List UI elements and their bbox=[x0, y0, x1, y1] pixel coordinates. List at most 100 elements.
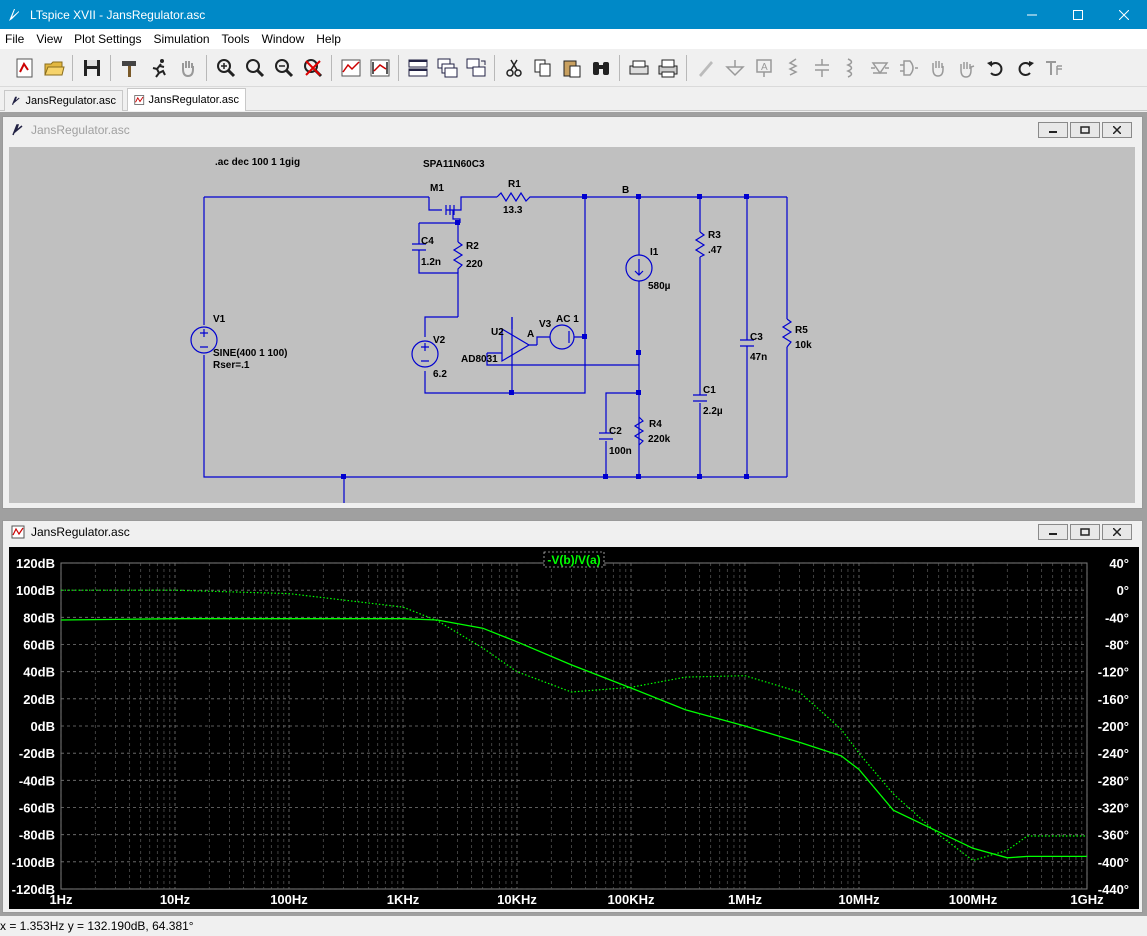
tab-schematic[interactable]: JansRegulator.asc bbox=[4, 90, 123, 111]
close-button[interactable] bbox=[1101, 0, 1147, 29]
y-tick-label: 80dB bbox=[23, 610, 55, 625]
junction-dot bbox=[582, 194, 587, 199]
c2-value: 100n bbox=[609, 446, 632, 457]
resistor-button[interactable] bbox=[778, 53, 807, 83]
tab-waveform[interactable]: JansRegulator.asc bbox=[127, 88, 246, 111]
autorange-button[interactable] bbox=[336, 53, 365, 83]
mosfet-m1 bbox=[428, 196, 474, 223]
capacitor-c1 bbox=[693, 394, 707, 402]
y2-tick-label: -400° bbox=[1098, 855, 1129, 870]
ltspice-logo-icon bbox=[9, 8, 19, 21]
y2-tick-label: -160° bbox=[1098, 692, 1129, 707]
waveform-close-button[interactable] bbox=[1102, 524, 1132, 540]
toolbar-separator bbox=[686, 54, 687, 81]
tile-vertical-button[interactable] bbox=[461, 53, 490, 83]
trace-label-box[interactable] bbox=[543, 551, 605, 568]
waveform-window-header: JansRegulator.asc bbox=[3, 521, 1142, 543]
spice-directive[interactable]: .ac dec 100 1 1gig bbox=[215, 157, 300, 168]
copy-button[interactable] bbox=[528, 53, 557, 83]
junction-dot bbox=[582, 334, 587, 339]
y2-tick-label: -320° bbox=[1098, 801, 1129, 816]
menu-file[interactable]: File bbox=[5, 32, 25, 46]
new-schematic-button[interactable] bbox=[10, 53, 39, 83]
label-net-icon: A bbox=[755, 58, 772, 77]
v2-value: 6.2 bbox=[433, 369, 447, 380]
menu-plot-settings[interactable]: Plot Settings bbox=[74, 32, 142, 46]
x-tick-label: 1GHz bbox=[1070, 892, 1104, 907]
pan-button[interactable] bbox=[173, 53, 202, 83]
component-button[interactable] bbox=[894, 53, 923, 83]
junction-dot bbox=[697, 194, 702, 199]
print-button[interactable] bbox=[653, 53, 682, 83]
schematic-restore-button[interactable] bbox=[1070, 122, 1100, 138]
save-button[interactable] bbox=[77, 53, 106, 83]
r1-value: 13.3 bbox=[503, 205, 523, 216]
manual-limits-button[interactable] bbox=[365, 53, 394, 83]
r4-ref: R4 bbox=[649, 419, 662, 430]
y-tick-label: 20dB bbox=[23, 692, 55, 707]
toolbar-separator bbox=[494, 54, 495, 81]
i1-arrow bbox=[634, 259, 644, 276]
capacitor-button[interactable] bbox=[807, 53, 836, 83]
menu-tools[interactable]: Tools bbox=[221, 32, 250, 46]
minimize-button[interactable] bbox=[1009, 0, 1055, 29]
waveform-minimize-button[interactable] bbox=[1038, 524, 1068, 540]
cut-button[interactable] bbox=[499, 53, 528, 83]
tab-label: JansRegulator.asc bbox=[25, 95, 117, 107]
schematic-close-button[interactable] bbox=[1102, 122, 1132, 138]
zoom-out-button[interactable] bbox=[269, 53, 298, 83]
schematic-canvas[interactable]: .ac dec 100 1 1gig SPA11N60C3 M1 R1 13.3… bbox=[9, 147, 1135, 503]
label-net-button[interactable]: A bbox=[749, 53, 778, 83]
move-button[interactable] bbox=[923, 53, 952, 83]
diode-button[interactable] bbox=[865, 53, 894, 83]
menu-view[interactable]: View bbox=[36, 32, 63, 46]
menu-help[interactable]: Help bbox=[316, 32, 341, 46]
inductor-button[interactable] bbox=[836, 53, 865, 83]
printer-icon bbox=[658, 59, 677, 77]
waveform-restore-button[interactable] bbox=[1070, 524, 1100, 540]
open-button[interactable] bbox=[39, 53, 68, 83]
r5-value: 10k bbox=[795, 340, 812, 351]
run-button[interactable] bbox=[144, 53, 173, 83]
schematic-minimize-button[interactable] bbox=[1038, 122, 1068, 138]
text-button[interactable] bbox=[1039, 53, 1068, 83]
menu-window[interactable]: Window bbox=[261, 32, 305, 46]
paste-button[interactable] bbox=[557, 53, 586, 83]
schematic-window-controls bbox=[1038, 122, 1132, 138]
r1-ref: R1 bbox=[508, 179, 521, 190]
c1-value: 2.2µ bbox=[703, 406, 723, 417]
r5-ref: R5 bbox=[795, 325, 808, 336]
cascade-button[interactable] bbox=[432, 53, 461, 83]
c4-value: 1.2n bbox=[421, 257, 441, 268]
v1-polarity bbox=[200, 329, 208, 348]
tile-horizontal-button[interactable] bbox=[403, 53, 432, 83]
maximize-button[interactable] bbox=[1055, 0, 1101, 29]
print-preview-button[interactable] bbox=[624, 53, 653, 83]
menu-simulation[interactable]: Simulation bbox=[153, 32, 210, 46]
control-panel-button[interactable] bbox=[115, 53, 144, 83]
magnitude-trace bbox=[60, 618, 1087, 859]
zoom-in-button[interactable] bbox=[211, 53, 240, 83]
draw-wire-button[interactable] bbox=[691, 53, 720, 83]
phase-trace bbox=[61, 589, 1087, 862]
drag-button[interactable] bbox=[952, 53, 981, 83]
trace-label[interactable]: -V(b)/V(a) bbox=[547, 553, 600, 567]
drag-hand-icon bbox=[959, 61, 974, 78]
r2-value: 220 bbox=[466, 259, 483, 270]
x-tick-label: 10KHz bbox=[497, 892, 537, 907]
undo-button[interactable] bbox=[981, 53, 1010, 83]
window-title: LTspice XVII - JansRegulator.asc bbox=[30, 7, 206, 22]
zoom-cancel-button[interactable] bbox=[298, 53, 327, 83]
model-label: SPA11N60C3 bbox=[423, 159, 485, 170]
junction-dot bbox=[636, 390, 641, 395]
ground-button[interactable] bbox=[720, 53, 749, 83]
wire bbox=[605, 392, 639, 477]
find-button[interactable] bbox=[586, 53, 615, 83]
zoom-full-button[interactable] bbox=[240, 53, 269, 83]
redo-button[interactable] bbox=[1010, 53, 1039, 83]
waveform-window-controls bbox=[1038, 524, 1132, 540]
tile-vertical-icon bbox=[466, 58, 485, 76]
resistor-icon bbox=[787, 57, 798, 76]
